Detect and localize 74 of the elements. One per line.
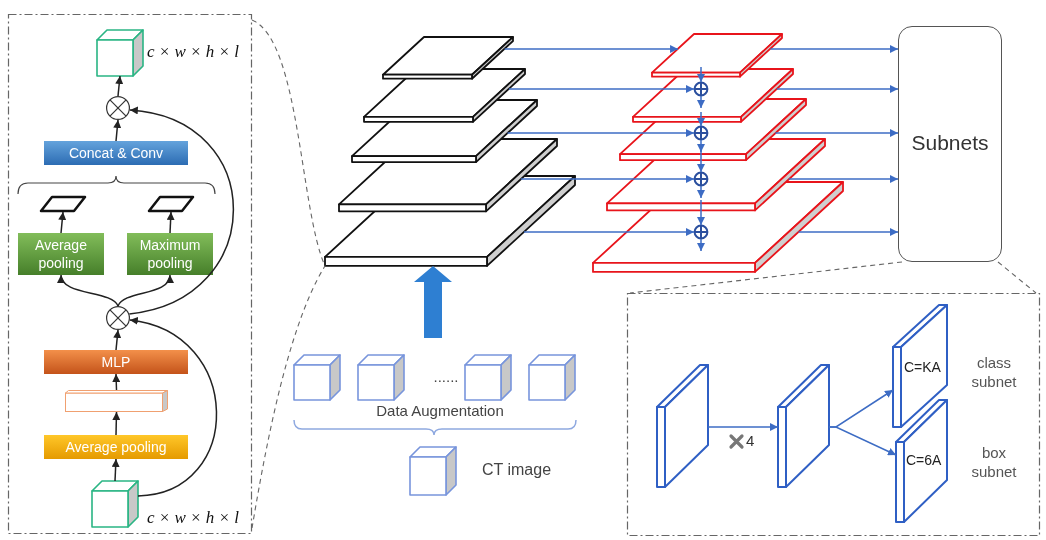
inset-panel: [627, 293, 1040, 536]
box-label: Subnets: [911, 131, 989, 155]
arrow: [697, 199, 705, 226]
box-label: C=6A: [906, 452, 942, 468]
vector-bar: [65, 390, 168, 412]
box-label: Concat & Conv: [68, 143, 164, 163]
arrow: [58, 211, 67, 234]
box-label: C=KA: [904, 359, 941, 375]
process-box: [18, 233, 104, 275]
arrow: [697, 66, 705, 83]
subnet-label: box subnet: [970, 444, 1018, 482]
zoom-line: [629, 261, 903, 294]
arrow: [697, 139, 705, 153]
arrow: [697, 111, 705, 127]
box-label: Average pooling: [34, 235, 88, 273]
dimension-formula: c × w × h × l: [147, 41, 241, 63]
arrow: [506, 129, 695, 137]
caption-text: CT image: [482, 460, 553, 480]
arrow: [769, 45, 899, 53]
subnet-label: class subnet: [970, 354, 1018, 392]
process-box: [898, 26, 1002, 262]
group-label: Data Augmentation: [375, 402, 505, 419]
cube-shape: [410, 447, 456, 495]
cube-shape: [465, 355, 511, 400]
arrow: [774, 129, 899, 137]
arrow: [58, 274, 119, 307]
multiply-symbol: [106, 96, 130, 120]
zoom-line: [251, 265, 326, 529]
arrow: [112, 411, 121, 436]
arrow: [787, 175, 899, 183]
cube-shape: [92, 481, 138, 527]
arrow: [797, 228, 899, 236]
arrow: [113, 119, 122, 142]
block-arrow: [414, 266, 452, 338]
arrow: [697, 149, 705, 173]
arrow: [503, 45, 679, 53]
add-symbol: [694, 126, 708, 140]
arrow: [117, 274, 173, 307]
inset-panel: [8, 14, 252, 534]
arrow: [115, 75, 124, 97]
feature-map-slab: [657, 365, 708, 487]
process-box: [127, 233, 213, 275]
box-label: Average pooling: [65, 437, 167, 457]
box-label: MLP: [101, 352, 131, 372]
arrow: [111, 458, 120, 482]
arrow: [828, 426, 897, 456]
arrow: [697, 95, 705, 109]
process-box: [44, 350, 188, 374]
ellipsis-text: ......: [432, 368, 460, 385]
multiply-symbol: [106, 306, 130, 330]
cube-shape: [294, 355, 340, 400]
arrow: [697, 185, 705, 199]
feature-map-shape: [148, 196, 194, 212]
cube-shape: [97, 30, 143, 76]
arrow: [523, 228, 695, 236]
arrow: [112, 373, 121, 391]
dimension-formula: c × w × h × l: [147, 507, 241, 529]
cube-shape: [529, 355, 575, 400]
arrow: [166, 211, 175, 234]
cube-shape: [358, 355, 404, 400]
feature-map-slab: [778, 365, 829, 487]
box-label: Maximum pooling: [138, 235, 202, 273]
add-symbol: [694, 225, 708, 239]
add-symbol: [694, 172, 708, 186]
process-box: [44, 435, 188, 459]
arrow: [707, 423, 779, 431]
feature-map-shape: [40, 196, 86, 212]
arrow: [520, 175, 695, 183]
process-box: [44, 141, 188, 165]
zoom-line: [997, 261, 1037, 294]
arrow: [128, 107, 235, 315]
arrow: [113, 329, 122, 351]
add-symbol: [694, 82, 708, 96]
arrow: [697, 238, 705, 252]
